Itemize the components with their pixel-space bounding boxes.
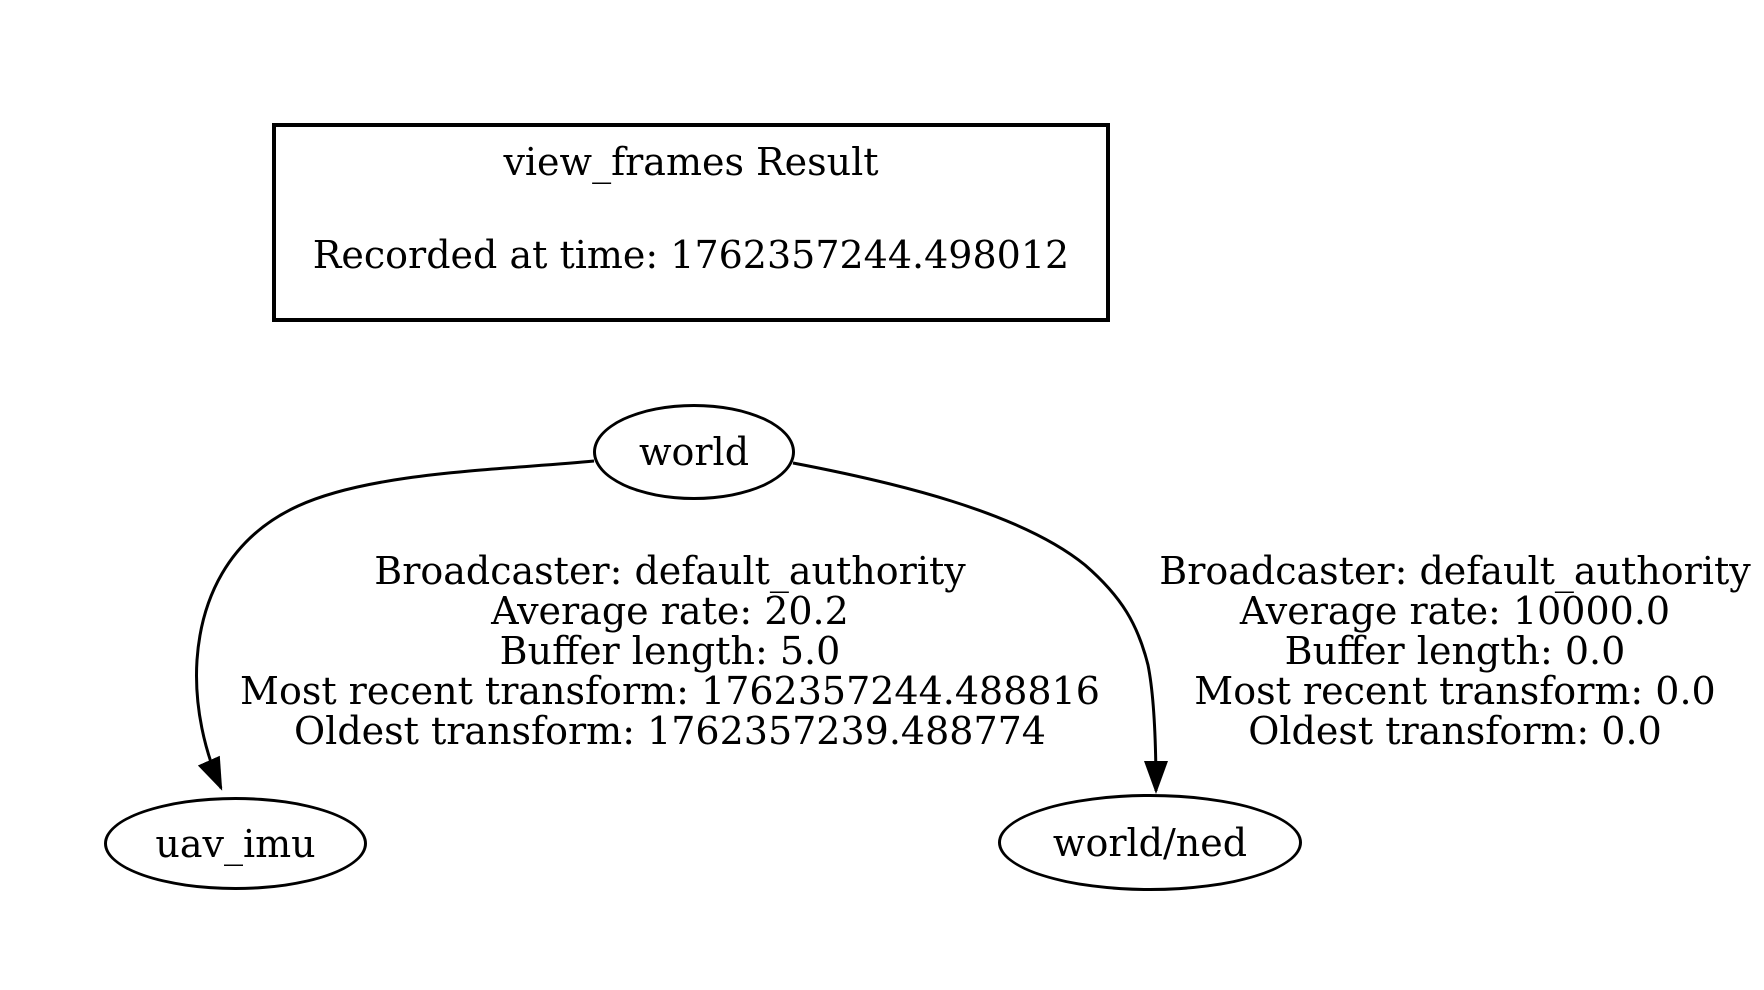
node-uav-imu: uav_imu: [104, 797, 367, 890]
node-world-ned: world/ned: [998, 794, 1302, 891]
edge-world-to-world-ned: [792, 461, 1168, 794]
edge-label-line-broadcaster: Broadcaster: default_authority: [374, 549, 966, 593]
edge-label-line-most-recent-transform: Most recent transform: 1762357244.488816: [240, 669, 1100, 713]
edge-label-line-average-rate: Average rate: 10000.0: [1239, 589, 1671, 633]
node-world: world: [593, 404, 795, 500]
edge-label-line-most-recent-transform: Most recent transform: 0.0: [1194, 669, 1716, 713]
node-world-label: world: [638, 430, 750, 474]
result-box-title: view_frames Result: [503, 140, 879, 184]
node-uav-imu-label: uav_imu: [155, 821, 316, 866]
result-box-recorded-time: Recorded at time: 1762357244.498012: [312, 233, 1070, 277]
edge-world-to-uav-imu: [195, 459, 595, 791]
edge-label-line-buffer-length: Buffer length: 5.0: [499, 629, 841, 673]
edge-label-line-broadcaster: Broadcaster: default_authority: [1159, 549, 1751, 593]
result-box: view_frames Result Recorded at time: 176…: [272, 123, 1110, 322]
edge-label-line-average-rate: Average rate: 20.2: [491, 589, 849, 633]
edge-label-line-buffer-length: Buffer length: 0.0: [1284, 629, 1626, 673]
node-world-ned-label: world/ned: [1052, 820, 1248, 865]
edge-label-world-uav-imu: Broadcaster: default_authority Average r…: [220, 551, 1120, 751]
edge-label-line-oldest-transform: Oldest transform: 1762357239.488774: [294, 709, 1046, 753]
edge-label-world-world-ned: Broadcaster: default_authority Average r…: [1005, 551, 1764, 751]
edge-label-line-oldest-transform: Oldest transform: 0.0: [1248, 709, 1662, 753]
